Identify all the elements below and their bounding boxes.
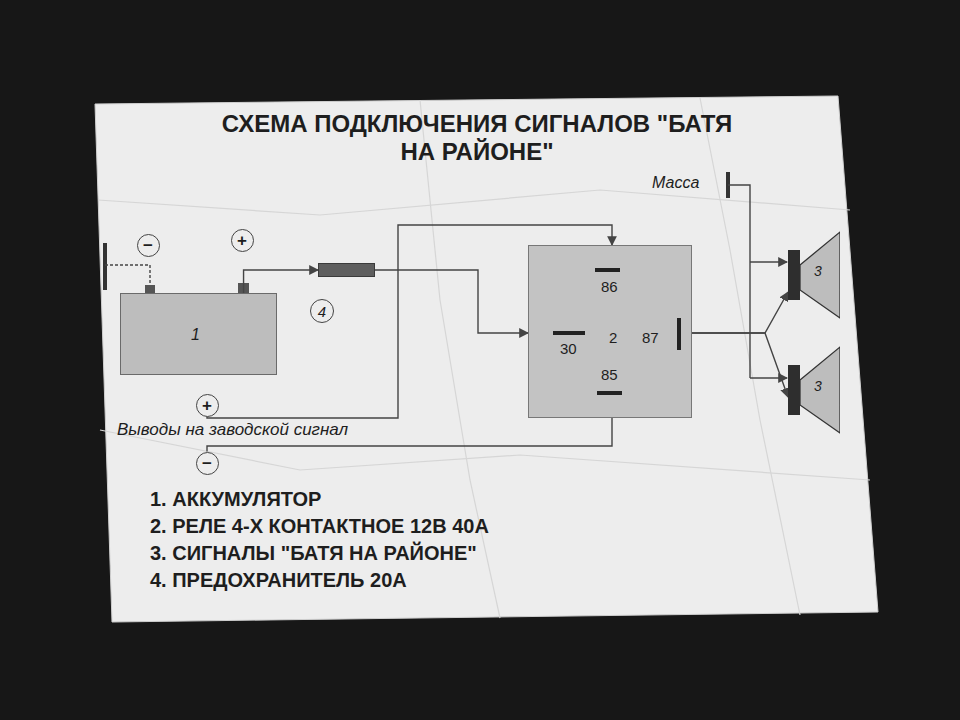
contact-bar [677, 318, 681, 350]
wire-note: Выводы на заводской сигнал [117, 421, 348, 440]
pin-name: 87 [642, 330, 659, 347]
terminal-callout: − [137, 234, 160, 257]
callout-number: − [143, 237, 153, 254]
horn-body [788, 365, 800, 415]
callout-number: 3 [814, 379, 822, 394]
callout-number: + [202, 397, 212, 414]
terminal-callout: + [231, 229, 254, 252]
callout-number: + [237, 232, 247, 249]
pin-name: 86 [601, 279, 618, 296]
ground-label: Масса [652, 174, 699, 192]
wire [244, 270, 318, 293]
contact-bar [553, 331, 585, 335]
wire [692, 333, 788, 397]
callout-number: 1 [191, 326, 200, 344]
callout-number: − [202, 455, 212, 472]
diagram-title: СХЕМА ПОДКЛЮЧЕНИЯ СИГНАЛОВ "БАТЯ НА РАЙО… [207, 110, 747, 165]
horn-bell [800, 232, 840, 318]
relay-box: 86 30 2 87 85 [528, 245, 692, 418]
parts-list-item: 3. СИГНАЛЫ "БАТЯ НА РАЙОНЕ" [150, 542, 477, 564]
parts-list-item: 2. РЕЛЕ 4-Х КОНТАКТНОЕ 12В 40А [150, 515, 489, 537]
parts-list-item: 4. ПРЕДОХРАНИТЕЛЬ 20А [150, 569, 407, 591]
pin-name: 2 [609, 330, 617, 347]
callout-number: 3 [814, 264, 822, 279]
contact-bar [597, 391, 622, 395]
paper-creases [98, 98, 870, 618]
battery-terminal [145, 285, 155, 293]
terminal-callout: + [196, 394, 219, 417]
wire [692, 292, 788, 333]
pin-name: 30 [560, 341, 577, 358]
terminal-callout: − [196, 452, 219, 475]
horn-symbol: 3 [788, 230, 840, 320]
ground-wire [728, 172, 787, 378]
battery-box: 1 [120, 293, 277, 375]
horn-body [788, 250, 800, 300]
horn-bell [800, 347, 840, 433]
paper-sheet [95, 96, 878, 622]
horn-symbol: 3 [788, 345, 840, 435]
pin-name: 85 [601, 367, 618, 384]
callout-number: 4 [310, 299, 334, 323]
contact-bar [595, 268, 620, 272]
fuse-symbol: 4 [318, 263, 375, 277]
parts-list-item: 1. АККУМУЛЯТОР [150, 488, 321, 510]
